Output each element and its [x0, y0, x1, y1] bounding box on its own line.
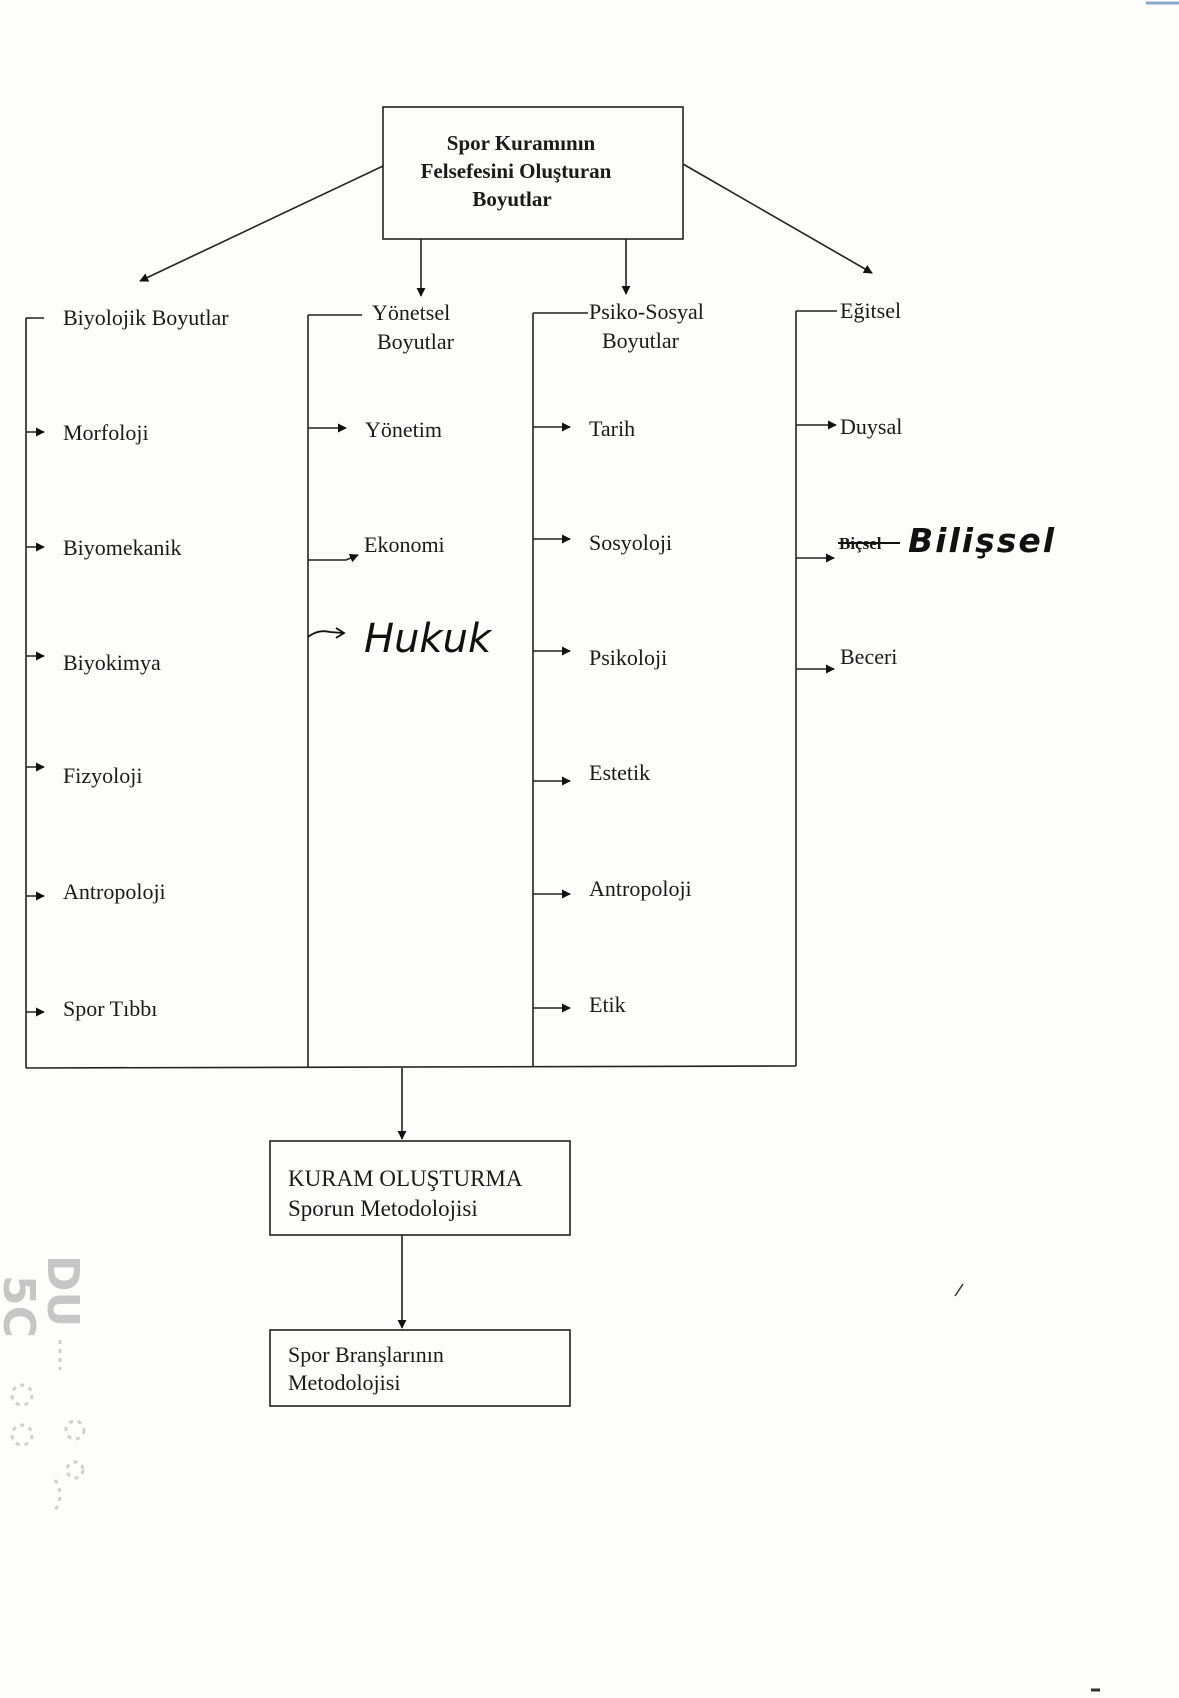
item-morfoloji: Morfoloji: [63, 420, 149, 445]
item-fizyoloji: Fizyoloji: [63, 763, 142, 788]
header-egitsel: Eğitsel: [840, 298, 901, 323]
item-psikoloji: Psikoloji: [589, 645, 667, 670]
handwritten-bilissel: Bilişsel: [908, 521, 1056, 560]
item-biyomekanik: Biyomekanik: [63, 535, 182, 560]
library-stamp: DU 5C: [0, 1255, 88, 1511]
item-antropoloji-biyolojik: Antropoloji: [63, 879, 166, 904]
connector-lines: [25, 106, 873, 1407]
header-psiko-sosyal-line-2: Boyutlar: [602, 328, 680, 353]
handwritten-arrow-icon: [307, 627, 346, 639]
bottom-connector: [25, 1065, 797, 1069]
item-sosyoloji: Sosyoloji: [589, 530, 672, 555]
item-tarih: Tarih: [589, 416, 635, 441]
brans-line-2: Metodolojisi: [288, 1370, 400, 1395]
brans-line-1: Spor Branşlarının: [288, 1342, 444, 1367]
root-title-line-3: Boyutlar: [472, 187, 551, 211]
header-biyolojik: Biyolojik Boyutlar: [63, 305, 229, 330]
header-psiko-sosyal-line-1: Psiko-Sosyal: [589, 299, 704, 324]
root-title-line-2: Felsefesini Oluşturan: [421, 159, 612, 183]
handwritten-hukuk: Hukuk: [364, 616, 493, 662]
header-yonetsel-line-2: Boyutlar: [377, 329, 455, 354]
item-biyokimya: Biyokimya: [63, 650, 161, 675]
header-yonetsel-line-1: Yönetsel: [372, 300, 450, 325]
root-title-line-1: Spor Kuramının: [447, 131, 596, 155]
stamp-line-2: 5C: [0, 1275, 44, 1338]
item-beceri: Beceri: [840, 644, 897, 669]
kuram-box: [269, 1140, 571, 1236]
item-etik: Etik: [589, 992, 626, 1017]
stamp-line-1: DU: [37, 1255, 88, 1327]
root-box: [382, 106, 684, 240]
item-ekonomi: Ekonomi: [364, 532, 445, 557]
item-estetik: Estetik: [589, 760, 650, 785]
kuram-line-2: Sporun Metodolojisi: [288, 1196, 478, 1221]
item-spor-tibbi: Spor Tıbbı: [63, 996, 157, 1021]
arrow-to-egitsel: [682, 163, 873, 274]
kuram-line-1: KURAM OLUŞTURMA: [288, 1166, 523, 1191]
scan-marks: [954, 1, 1179, 1692]
item-yonetim: Yönetim: [365, 417, 442, 442]
arrow-to-biyolojik: [139, 165, 384, 282]
item-duysal: Duysal: [840, 414, 902, 439]
brans-box: [269, 1329, 571, 1407]
item-antropoloji-psiko: Antropoloji: [589, 876, 692, 901]
